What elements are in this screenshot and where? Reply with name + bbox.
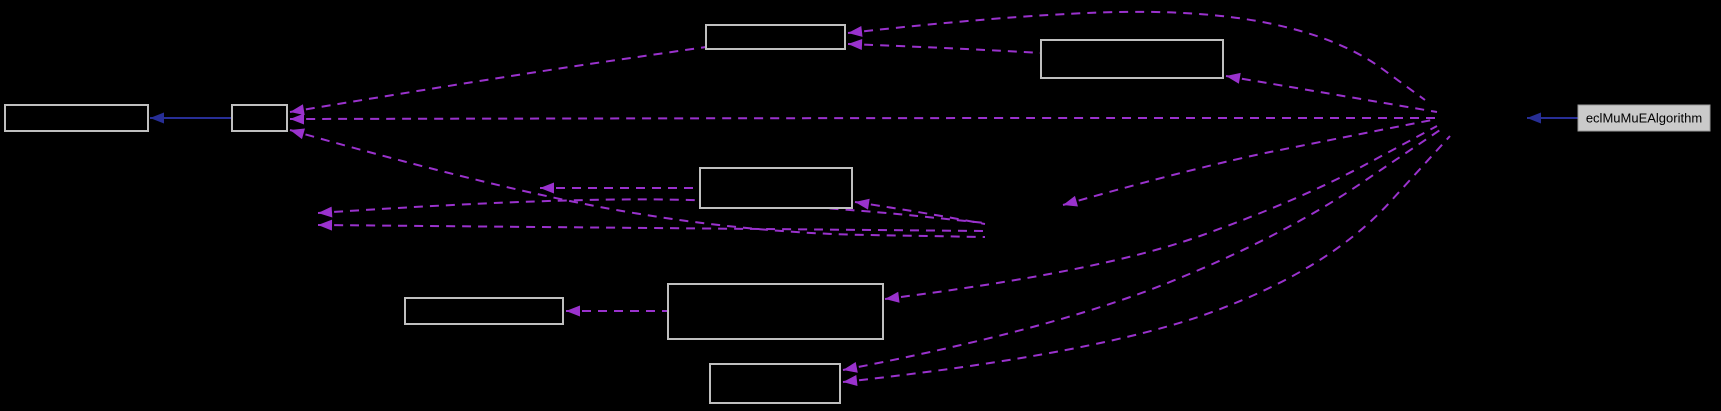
- collaboration-edge: [884, 125, 1438, 300]
- collaboration-edge: [842, 135, 1451, 383]
- node-box-bottom[interactable]: [709, 363, 841, 404]
- node-eclmumuealgorithm-label: eclMuMuEAlgorithm: [1586, 111, 1702, 126]
- arrowhead-icon: [885, 291, 900, 303]
- node-box-large[interactable]: [667, 283, 884, 340]
- arrowhead-icon: [318, 219, 333, 231]
- arrowhead-icon: [540, 182, 554, 194]
- arrowhead-icon: [290, 104, 305, 116]
- collaboration-edge: [854, 201, 986, 225]
- collaboration-edge: [317, 198, 986, 224]
- collaboration-edge: [842, 129, 1441, 371]
- arrowhead-icon: [290, 128, 305, 140]
- node-box-left[interactable]: [4, 104, 149, 132]
- arrowhead-icon: [1226, 72, 1241, 84]
- arrowhead-icon: [318, 206, 333, 218]
- arrowhead-icon: [290, 113, 305, 125]
- arrowhead-icon: [1527, 112, 1541, 124]
- arrowhead-icon: [150, 112, 164, 124]
- collaboration-edge: [847, 43, 1042, 54]
- node-box-smallwide[interactable]: [404, 297, 564, 325]
- arrowhead-icon: [843, 361, 858, 373]
- arrowhead-icon: [848, 39, 863, 51]
- arrowhead-icon: [855, 198, 870, 210]
- node-box-small[interactable]: [231, 104, 288, 132]
- collaboration-edge: [1225, 75, 1438, 113]
- collaboration-edge: [317, 224, 986, 232]
- collaboration-edge: [847, 10, 1426, 101]
- collaboration-edge: [1062, 118, 1438, 206]
- node-box-topright[interactable]: [1040, 39, 1224, 79]
- arrowhead-icon: [848, 25, 863, 37]
- node-box-middle[interactable]: [699, 167, 853, 209]
- node-box-top[interactable]: [705, 24, 846, 50]
- arrowhead-icon: [1063, 195, 1078, 207]
- arrowhead-icon: [566, 305, 580, 317]
- arrowhead-icon: [843, 375, 858, 386]
- collaboration-edge: [289, 129, 986, 238]
- collaboration-edge: [289, 46, 707, 113]
- node-eclmumuealgorithm[interactable]: [1577, 104, 1711, 132]
- collaboration-edge: [289, 117, 1437, 120]
